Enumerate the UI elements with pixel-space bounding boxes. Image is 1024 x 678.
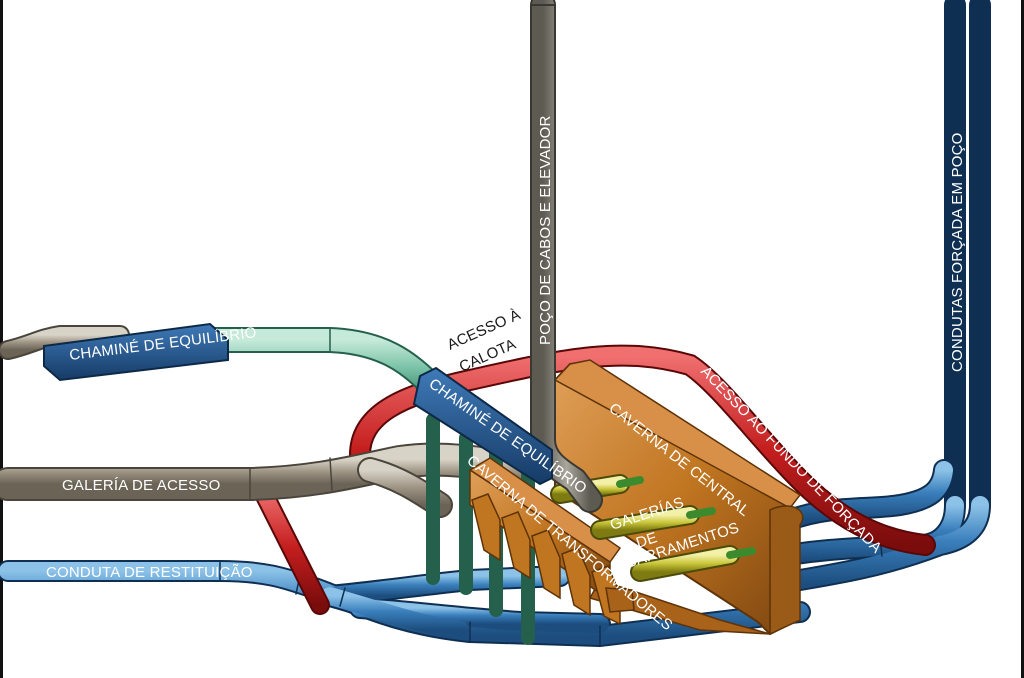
transformer-bay-3 — [531, 529, 561, 600]
upper-grey-stub — [0, 327, 128, 358]
right-border — [1021, 0, 1024, 678]
red-connector-tunnel — [254, 482, 328, 613]
cable-shaft — [530, 0, 603, 513]
poco-cabos-tube — [532, 0, 601, 511]
caverna-transformadores — [468, 457, 635, 626]
label-condutas-forcada: CONDUTAS FORÇADA EM POÇO — [949, 132, 966, 372]
label-galeria-acesso: GALERÍA DE ACESSO — [62, 477, 220, 494]
label-galerias-2: DE — [634, 529, 659, 552]
transformer-bay-1 — [471, 493, 501, 562]
transformer-bay-2 — [501, 511, 531, 580]
chamine-box-center — [412, 366, 553, 486]
galeria-acesso-tube — [0, 444, 535, 499]
caverna-central — [553, 359, 804, 636]
busbar-3 — [632, 547, 738, 580]
restitution-branch-3 — [321, 587, 469, 639]
transformer-bay-4 — [561, 547, 591, 617]
left-border — [0, 0, 3, 678]
label-poco-cabos: POÇO DE CABOS E ELEVADOR — [537, 115, 554, 345]
label-conduta-restituicao: CONDUTA DE RESTITUIÇÃO — [46, 564, 253, 581]
chamine-box-left — [43, 322, 229, 382]
busbar-2 — [592, 507, 698, 538]
